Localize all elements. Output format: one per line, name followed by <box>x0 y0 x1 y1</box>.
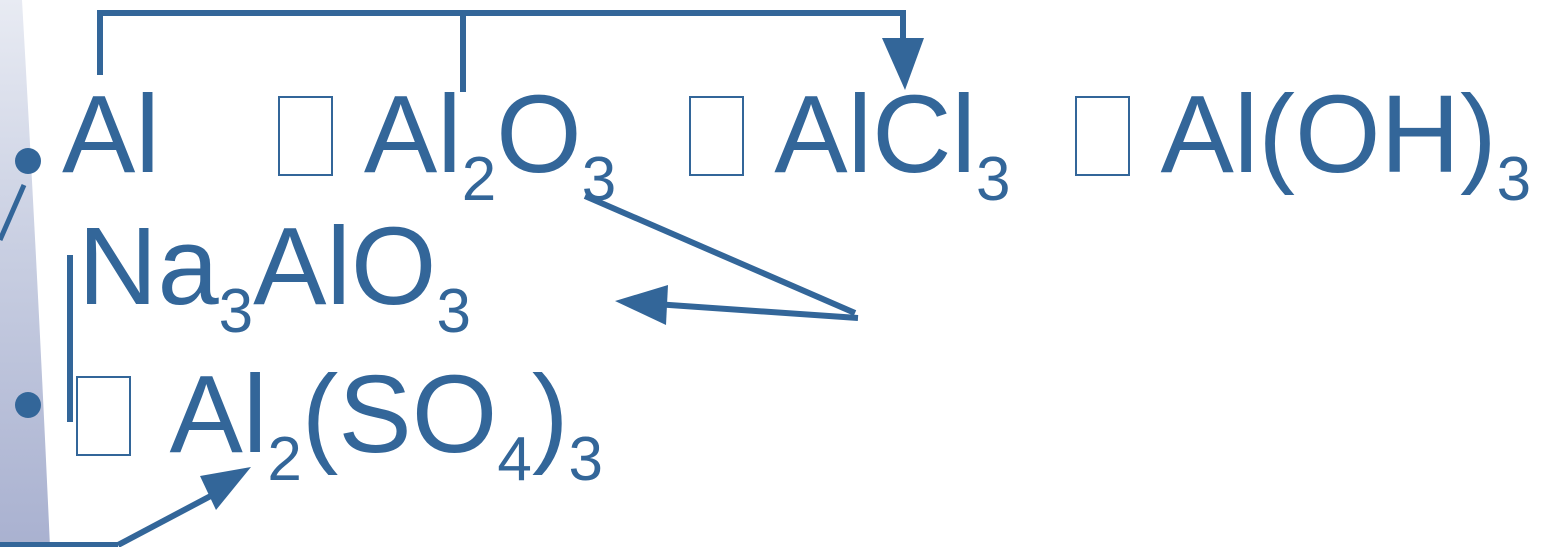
formula-al2so43: Al2(SO4)3 <box>169 353 603 494</box>
side-decoration-curve <box>0 0 50 547</box>
formula-na3alo3: Na3AlO3 <box>78 205 471 346</box>
formula-al: Al <box>62 73 160 196</box>
up-arrow-head <box>200 467 251 510</box>
formula-aloh3: Al(OH)3 <box>1160 73 1532 214</box>
bullet-1 <box>15 148 41 174</box>
up-diagonal-arrow-shaft <box>116 487 224 547</box>
leftward-arrow-shaft <box>654 301 859 321</box>
bullet-2 <box>15 392 41 418</box>
top-bracket-connector <box>97 10 906 92</box>
arrow-placeholder-box <box>76 376 131 456</box>
formula-alcl3: AlCl3 <box>774 73 1011 214</box>
arrow-placeholder-box <box>278 96 334 176</box>
down-arrow-head <box>882 38 924 90</box>
left-arrow-head <box>615 285 668 325</box>
equation-line-3: Al2(SO4)3 <box>76 360 603 490</box>
diagonal-connector <box>583 193 857 316</box>
equation-line-2: Na3AlO3 <box>78 212 471 343</box>
arrow-placeholder-box <box>1075 96 1131 176</box>
arrow-placeholder-box <box>688 96 744 176</box>
equation-line-1: Al Al2O3 AlCl3 Al(OH)3 <box>62 80 1568 211</box>
